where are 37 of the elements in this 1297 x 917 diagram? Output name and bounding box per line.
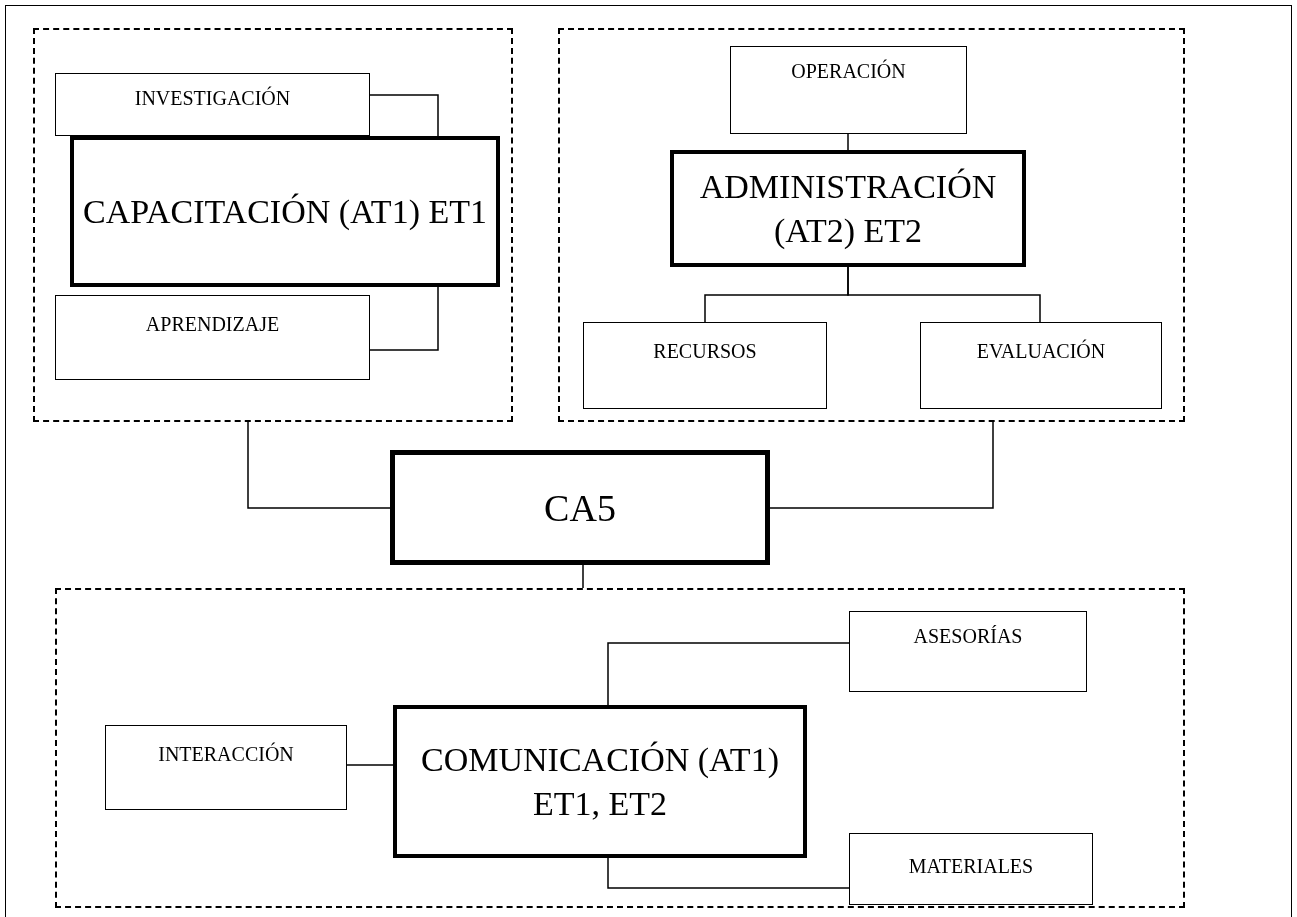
sub-box [55, 73, 370, 136]
box-label: APRENDIZAJE [145, 312, 280, 337]
box-label: CA5 [544, 485, 616, 530]
sub-box [583, 322, 827, 409]
sub-box [55, 295, 370, 380]
sub-box [105, 725, 347, 810]
sub-box [920, 322, 1162, 409]
central-box [390, 450, 770, 565]
box-label: RECURSOS [653, 339, 757, 364]
dashed-group-frame [55, 588, 1185, 908]
connector-line [607, 642, 850, 706]
box-label: COMUNICACIÓN (AT1) ET1, ET2 [420, 739, 780, 824]
sub-box [730, 46, 967, 134]
connector-line [369, 286, 439, 351]
sub-box [849, 833, 1093, 905]
main-box [670, 150, 1026, 267]
dashed-group-frame [33, 28, 513, 422]
connector-line [769, 421, 994, 509]
dashed-group-frame [558, 28, 1185, 422]
connector-line [582, 564, 584, 589]
main-box [393, 705, 807, 858]
box-label: OPERACIÓN [791, 59, 906, 84]
connector-line [847, 133, 849, 151]
box-label: INTERACCIÓN [158, 742, 294, 767]
connector-line [369, 94, 439, 137]
connector-line [346, 764, 394, 766]
box-label: MATERIALES [908, 854, 1034, 879]
box-label: EVALUACIÓN [976, 339, 1106, 364]
box-label: INVESTIGACIÓN [134, 86, 291, 111]
box-label: CAPACITACIÓN (AT1) ET1 [82, 191, 488, 232]
connector-line [247, 421, 391, 509]
sub-box [849, 611, 1087, 692]
box-label: ASESORÍAS [913, 624, 1023, 649]
main-box [70, 136, 500, 287]
connector-line [607, 857, 850, 889]
connector-line [847, 266, 1041, 323]
box-label: ADMINISTRACIÓN (AT2) ET2 [698, 166, 998, 251]
